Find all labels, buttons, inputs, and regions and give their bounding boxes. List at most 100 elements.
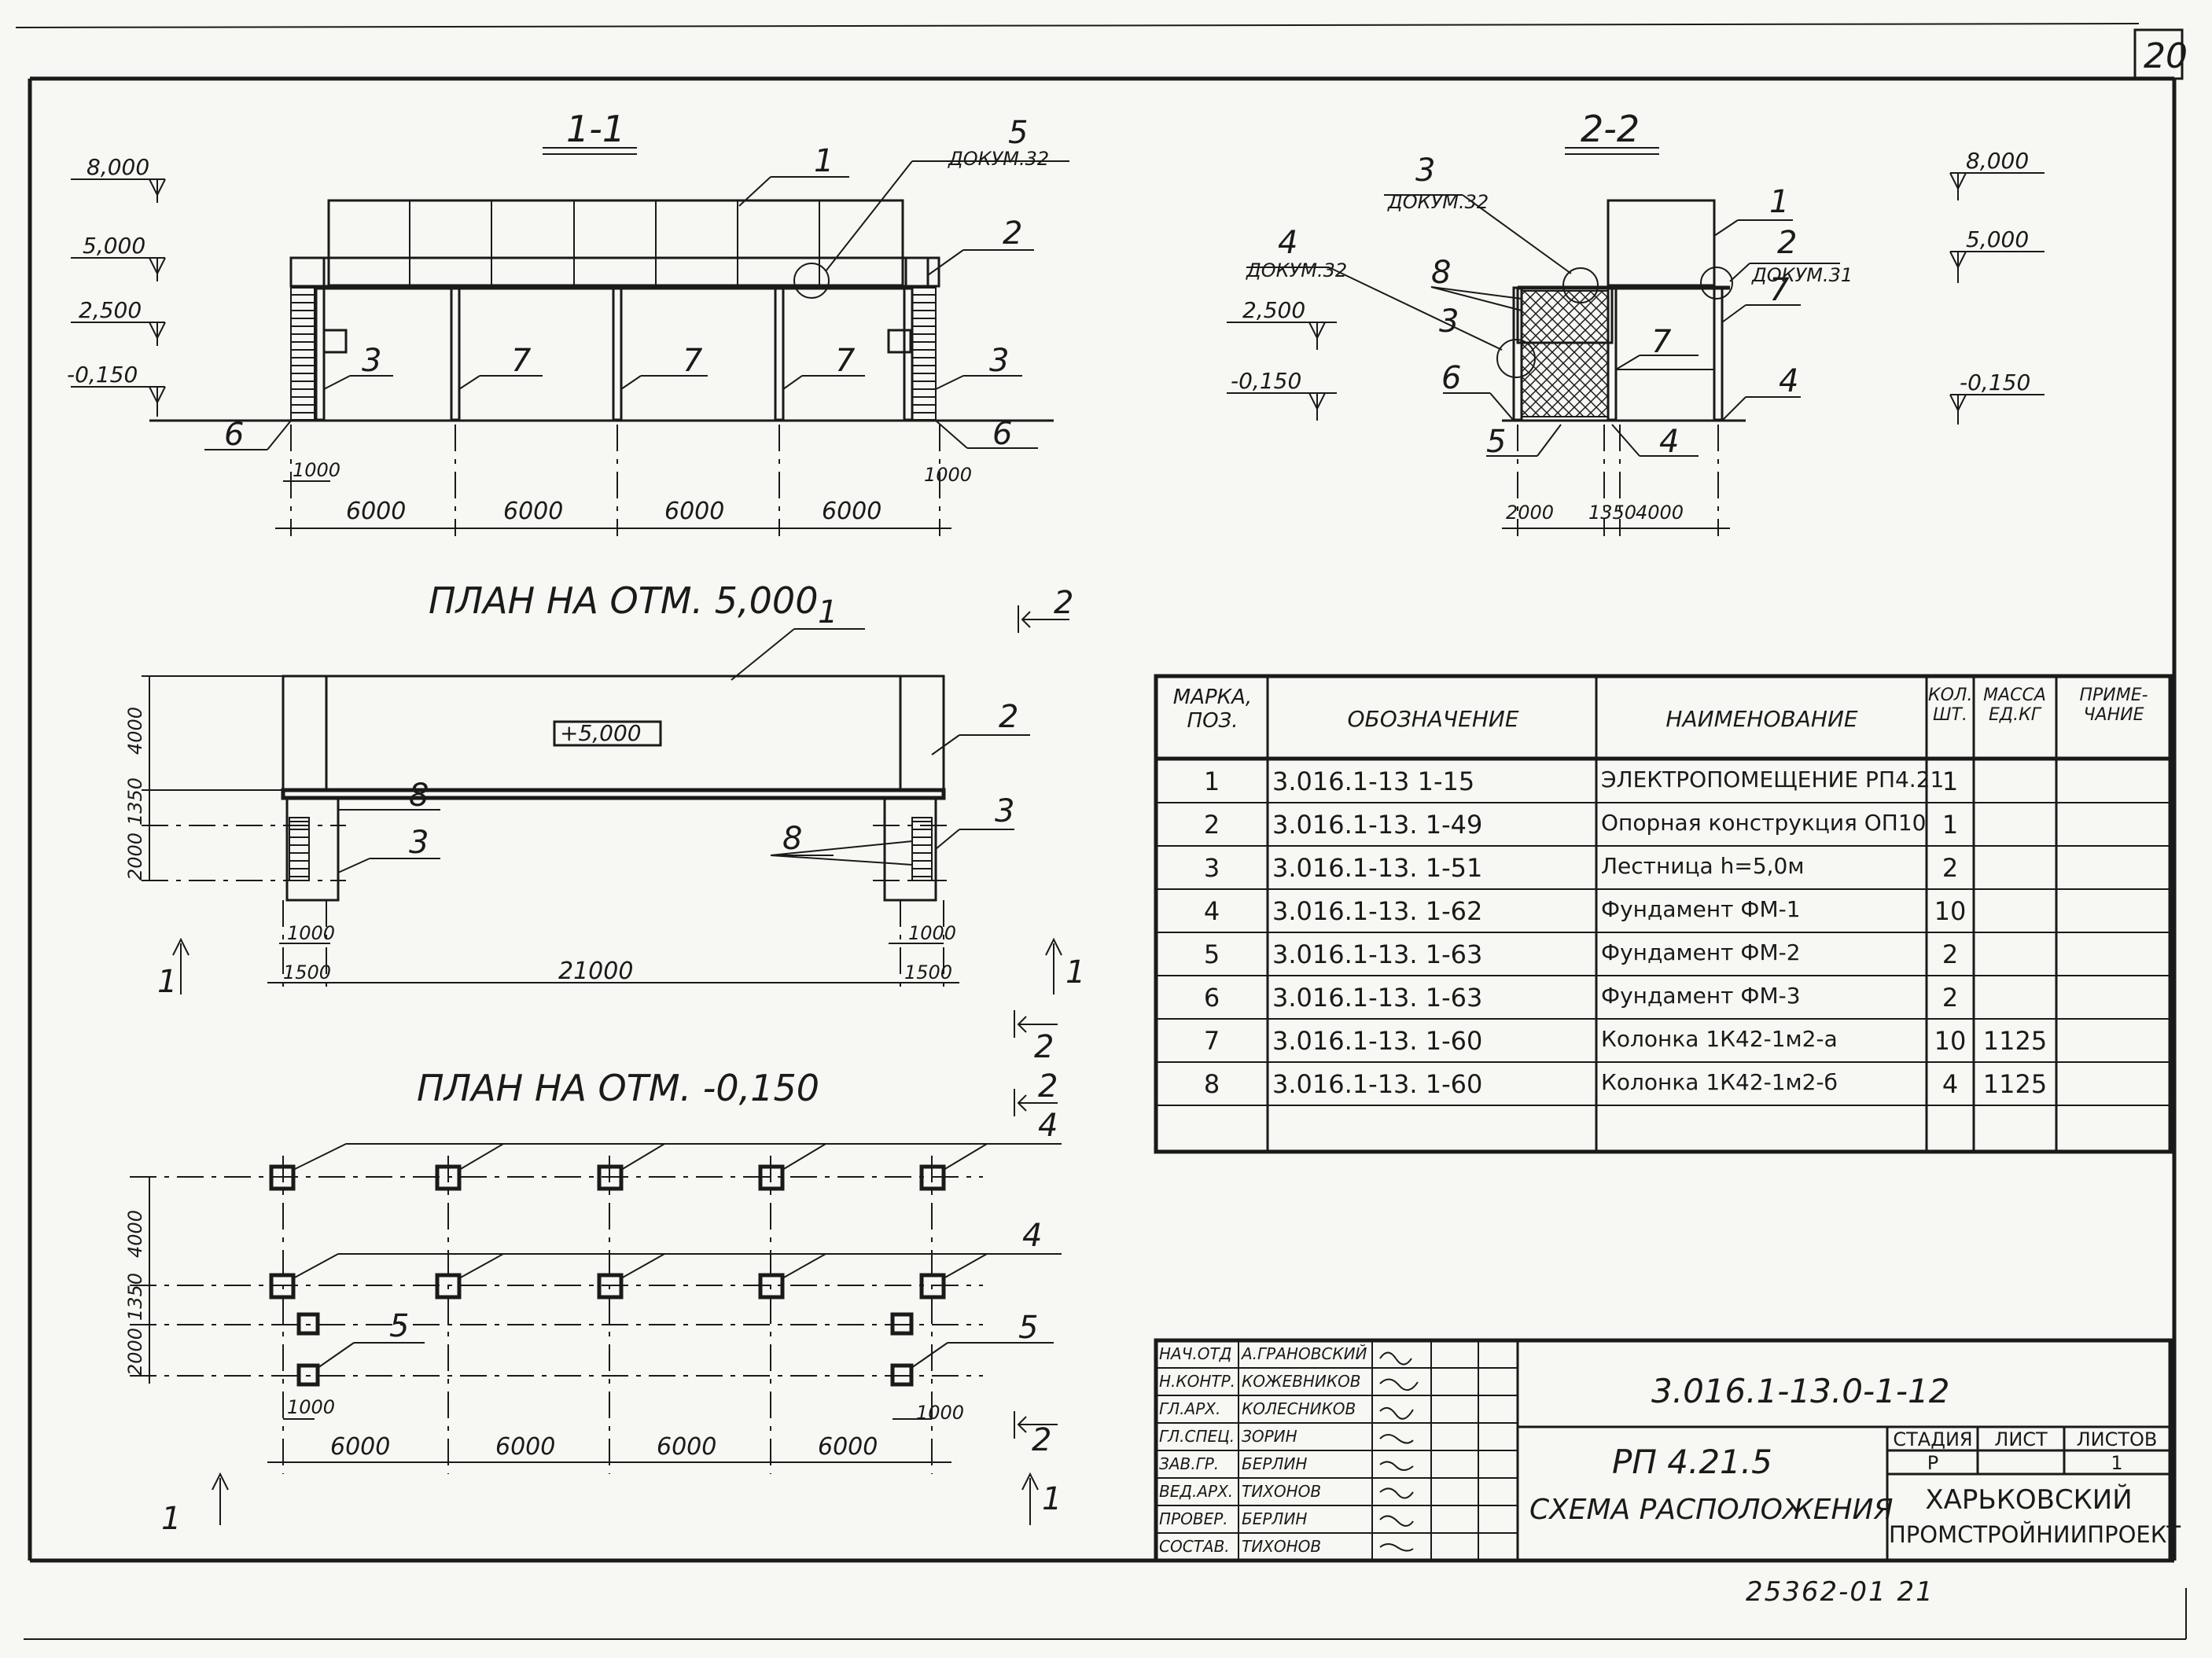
plan-0150-arrow-2a: 2 xyxy=(1038,1068,1058,1105)
spec-cell-mass: 1125 xyxy=(1982,1026,2048,1056)
level-marks-left: 8,000 5,000 2,500 -0,150 xyxy=(67,154,166,417)
section-2-2-mark-7a: 7 xyxy=(1769,272,1790,308)
plan-0150-arrow-2b: 2 xyxy=(1032,1422,1051,1458)
section-2-2-ref-2-doc: ДОКУМ.31 xyxy=(1751,264,1853,286)
plan-5000-title: ПЛАН НА ОТМ. 5,000 xyxy=(429,579,818,622)
spec-cell-pos: 7 xyxy=(1203,1026,1220,1056)
plan-5000-dim-1500b: 1500 xyxy=(904,961,952,983)
spec-cell-pos: 3 xyxy=(1203,853,1220,883)
section-2-2-dim-2000: 2000 xyxy=(1506,502,1554,524)
spec-cell-code: 3.016.1-13 1-15 xyxy=(1272,767,1475,796)
section-1-1-mark-2: 2 xyxy=(1003,215,1022,252)
th-mass: МАССА ЕД.КГ xyxy=(1983,686,2046,725)
plan-5000-mark-8a: 8 xyxy=(409,778,429,814)
spec-cell-pos: 6 xyxy=(1203,983,1220,1013)
section-1-1-dim-6000b: 6000 xyxy=(503,498,563,525)
th-pos: МАРКА, ПОЗ. xyxy=(1172,686,1253,733)
section-2-2-ref-2: 2 xyxy=(1777,225,1797,261)
plan-5000-dim-1000b: 1000 xyxy=(908,922,956,944)
plan-5000-mark-8b: 8 xyxy=(782,821,802,857)
level-0150: -0,150 xyxy=(67,362,138,388)
level-5000: 5,000 xyxy=(83,233,145,259)
section-2-2-mark-7b: 7 xyxy=(1651,324,1672,360)
spec-cell-qty: 2 xyxy=(1941,983,1959,1013)
section-1-1-mark-7a: 7 xyxy=(511,343,532,379)
page-number: 20 xyxy=(2144,36,2188,76)
section-1-1-ref-5: 5 xyxy=(1008,115,1028,151)
plan-0150-mark-5b: 5 xyxy=(1018,1310,1038,1346)
spec-cell-name: Опорная конструкция ОП10 xyxy=(1601,810,1927,836)
plan-0150-dim-1000b: 1000 xyxy=(916,1402,964,1424)
spec-cell-qty: 2 xyxy=(1941,853,1959,883)
plan-5000-mark-2: 2 xyxy=(999,699,1018,735)
spec-cell-code: 3.016.1-13. 1-60 xyxy=(1272,1069,1483,1099)
section-2-2-level-0150: -0,150 xyxy=(1231,368,1301,394)
plan-0150-arrow-1a: 1 xyxy=(161,1501,181,1537)
spec-cell-pos: 1 xyxy=(1203,767,1220,796)
spec-cell-name: Колонка 1К42-1м2-б xyxy=(1601,1069,1838,1095)
section-1-1-mark-7b: 7 xyxy=(683,343,703,379)
plan-5000-arrow-1b: 1 xyxy=(1066,954,1085,991)
spec-cell-name: Лестница h=5,0м xyxy=(1601,853,1805,879)
spec-cell-pos: 5 xyxy=(1203,939,1220,969)
spec-cell-pos: 8 xyxy=(1203,1069,1220,1099)
section-1-1-mark-6b: 6 xyxy=(992,416,1012,452)
section-1-1-mark-1: 1 xyxy=(814,143,834,179)
plan-5000-dim-1350: 1350 xyxy=(124,778,146,825)
section-1-1-ref-5-doc: ДОКУМ.32 xyxy=(948,148,1049,170)
plan-0150-mark-5a: 5 xyxy=(389,1308,409,1344)
section-2-2-ref-3-doc: ДОКУМ.32 xyxy=(1387,191,1489,213)
plan-5000-arrow-1a: 1 xyxy=(157,964,177,1000)
level-2500: 2,500 xyxy=(79,297,142,323)
plan-5000-mark-3b: 3 xyxy=(995,793,1014,829)
level-8000: 8,000 xyxy=(86,154,149,180)
section-1-1-mark-3a: 3 xyxy=(362,343,381,379)
plan-5000-arrow-2: 2 xyxy=(1034,1029,1054,1065)
plan-0150-dim-6000c: 6000 xyxy=(657,1433,716,1461)
plan-5000: ПЛАН НА ОТМ. 5,000 2 +5,000 4000 1350 20… xyxy=(124,579,1085,1065)
spec-cell-code: 3.016.1-13. 1-63 xyxy=(1272,939,1483,969)
plan-5000-dim-1500a: 1500 xyxy=(283,961,331,983)
spec-cell-code: 3.016.1-13. 1-62 xyxy=(1272,896,1483,926)
spec-cell-code: 3.016.1-13. 1-63 xyxy=(1272,983,1483,1013)
section-2-2-level-8000: 8,000 xyxy=(1966,148,2029,174)
th-note: ПРИМЕ- ЧАНИЕ xyxy=(2079,686,2148,725)
spec-cell-code: 3.016.1-13. 1-51 xyxy=(1272,853,1483,883)
spec-cell-qty: 1 xyxy=(1941,767,1959,796)
spec-cell-qty: 2 xyxy=(1941,939,1959,969)
section-2-2-level-0150b: -0,150 xyxy=(1960,369,2030,395)
section-2-2-mark-8: 8 xyxy=(1431,255,1451,291)
section-1-1-mark-6a: 6 xyxy=(224,417,244,453)
section-1-1-dim-6000d: 6000 xyxy=(822,498,881,525)
spec-cell-name: Фундамент ФМ-3 xyxy=(1601,983,1801,1009)
spec-cell-qty: 10 xyxy=(1934,1026,1967,1056)
spec-cell-name: Колонка 1К42-1м2-а xyxy=(1601,1026,1838,1052)
section-2-2-dim-4000: 4000 xyxy=(1636,502,1684,524)
spec-cell-qty: 10 xyxy=(1934,896,1967,926)
plan-0150-dim-6000d: 6000 xyxy=(818,1433,878,1461)
spec-cell-name: ЭЛЕКТРОПОМЕЩЕНИЕ РП4.21 xyxy=(1601,767,1945,792)
spec-cell-name: Фундамент ФМ-1 xyxy=(1601,896,1801,922)
spec-cell-pos: 2 xyxy=(1203,810,1220,840)
th-code: ОБОЗНАЧЕНИЕ xyxy=(1347,706,1519,732)
spec-cell-code: 3.016.1-13. 1-49 xyxy=(1272,810,1483,840)
plan-5000-mark-1: 1 xyxy=(818,594,837,630)
section-2-2-mark-6: 6 xyxy=(1441,360,1461,396)
plan-0150-arrow-1b: 1 xyxy=(1042,1481,1062,1517)
th-qty: КОЛ. ШТ. xyxy=(1928,686,1973,725)
section-2-2-mark-3: 3 xyxy=(1439,303,1459,340)
plan-0150-dim-6000b: 6000 xyxy=(495,1433,555,1461)
section-1-1-dim-1000b: 1000 xyxy=(924,464,972,486)
plan-0150-dim-6000a: 6000 xyxy=(330,1433,390,1461)
section-2-2-ref-3: 3 xyxy=(1415,153,1435,189)
section-2-2-level-5000: 5,000 xyxy=(1966,226,2029,252)
section-2-2-dim-1350: 1350 xyxy=(1588,502,1636,524)
plan-5000-dim-4000: 4000 xyxy=(124,707,146,755)
plan-0150-mark-4a: 4 xyxy=(1038,1108,1058,1144)
section-2-2-level-2500: 2,500 xyxy=(1242,297,1305,323)
plan-0150-title: ПЛАН НА ОТМ. -0,150 xyxy=(417,1067,819,1109)
plan-0150-mark-4b: 4 xyxy=(1022,1218,1042,1254)
section-1-1-title: 1-1 xyxy=(566,108,625,150)
